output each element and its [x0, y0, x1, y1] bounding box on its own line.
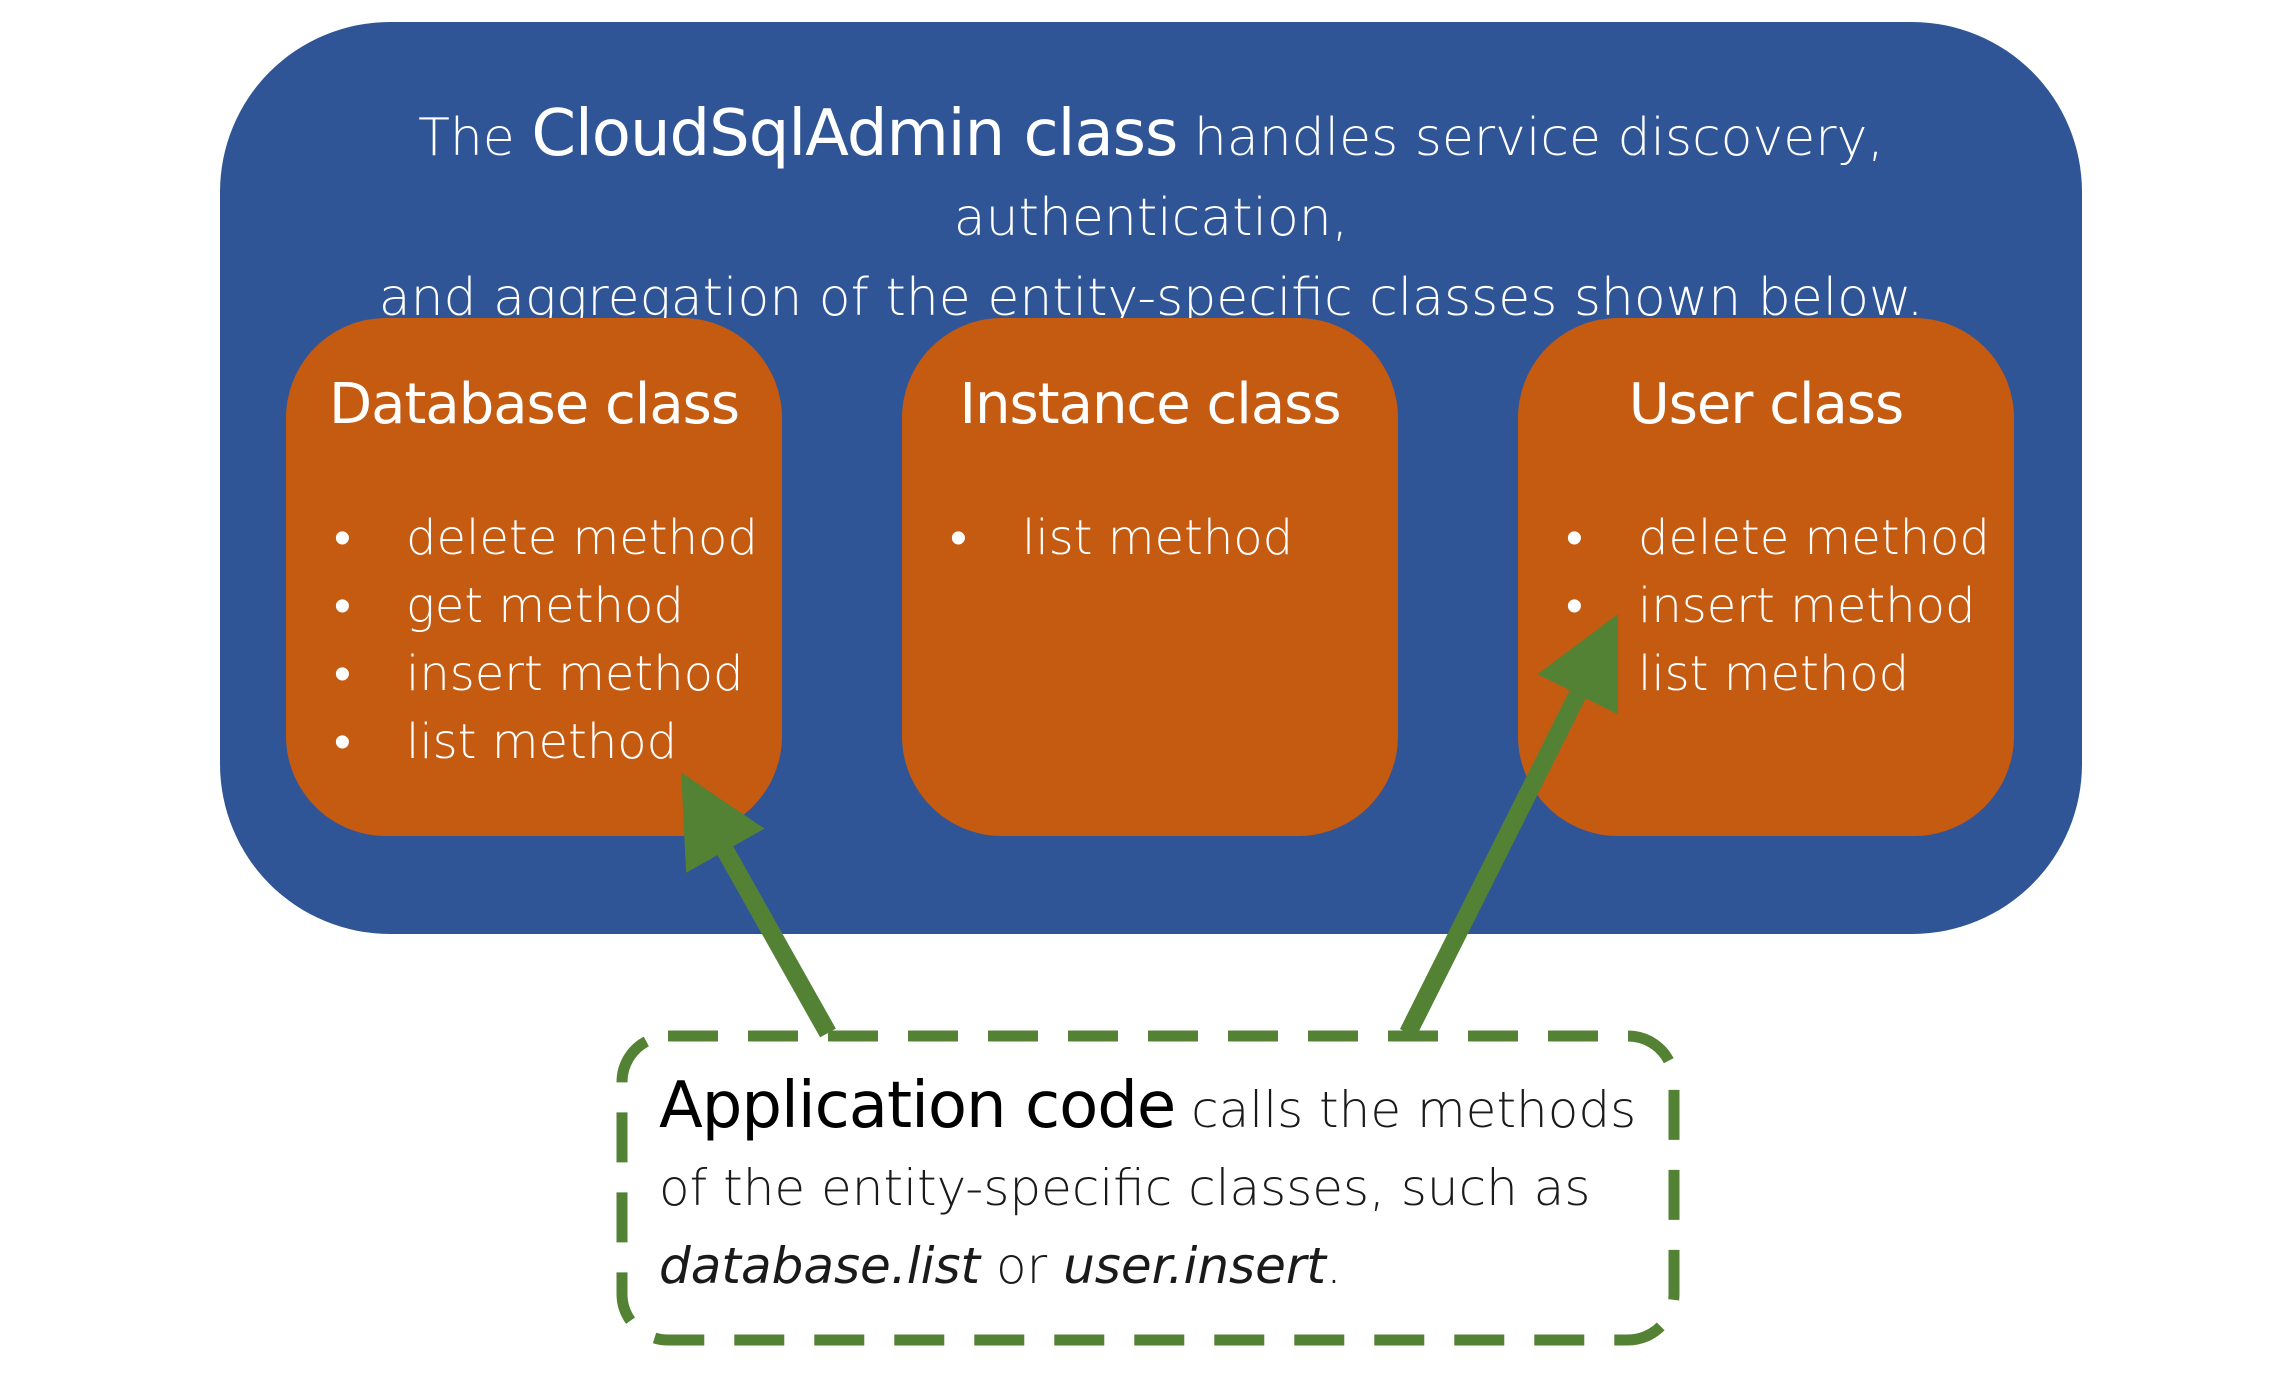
list-item: •insert method	[1566, 572, 1990, 640]
application-code-label: Application code	[659, 1069, 1176, 1143]
database-class-card: Database class •delete method •get metho…	[286, 318, 782, 836]
database-method-list: •delete method •get method •insert metho…	[334, 504, 758, 776]
list-item: •list method	[334, 708, 758, 776]
bullet-icon: •	[334, 578, 351, 634]
cloudsqladmin-description: The CloudSqlAdmin class handles service …	[220, 94, 2082, 338]
list-item: •list method	[1566, 640, 1990, 708]
application-code-description: Application code calls the methods of th…	[659, 1067, 1636, 1305]
app-line-3: database.list or user.insert.	[659, 1237, 1342, 1295]
instance-class-card: Instance class •list method	[902, 318, 1398, 836]
list-item: •insert method	[334, 640, 758, 708]
list-item: •list method	[950, 504, 1293, 572]
app-line-2: of the entity-specific classes, such as	[659, 1159, 1591, 1217]
instance-method-list: •list method	[950, 504, 1293, 572]
bullet-icon: •	[950, 510, 967, 566]
user-insert-example: user.insert	[1063, 1237, 1327, 1295]
cloudsqladmin-container: The CloudSqlAdmin class handles service …	[220, 22, 2082, 934]
bullet-icon: •	[334, 510, 351, 566]
database-list-example: database.list	[659, 1237, 981, 1295]
cloudsqladmin-class-label: CloudSqlAdmin class	[531, 97, 1178, 171]
list-item: •get method	[334, 572, 758, 640]
instance-class-title: Instance class	[959, 372, 1341, 437]
list-item: •delete method	[334, 504, 758, 572]
database-class-title: Database class	[328, 372, 740, 437]
user-class-title: User class	[1628, 372, 1904, 437]
list-item: •delete method	[1566, 504, 1990, 572]
bullet-icon: •	[334, 714, 351, 770]
bullet-icon: •	[334, 646, 351, 702]
app-line-1: Application code calls the methods	[659, 1069, 1637, 1143]
bullet-icon: •	[1566, 646, 1583, 702]
bullet-icon: •	[1566, 510, 1583, 566]
application-code-box: Application code calls the methods of th…	[617, 1031, 1679, 1345]
description-line-1: The CloudSqlAdmin class handles service …	[418, 97, 1884, 248]
bullet-icon: •	[1566, 578, 1583, 634]
user-class-card: User class •delete method •insert method…	[1518, 318, 2014, 836]
user-method-list: •delete method •insert method •list meth…	[1566, 504, 1990, 708]
